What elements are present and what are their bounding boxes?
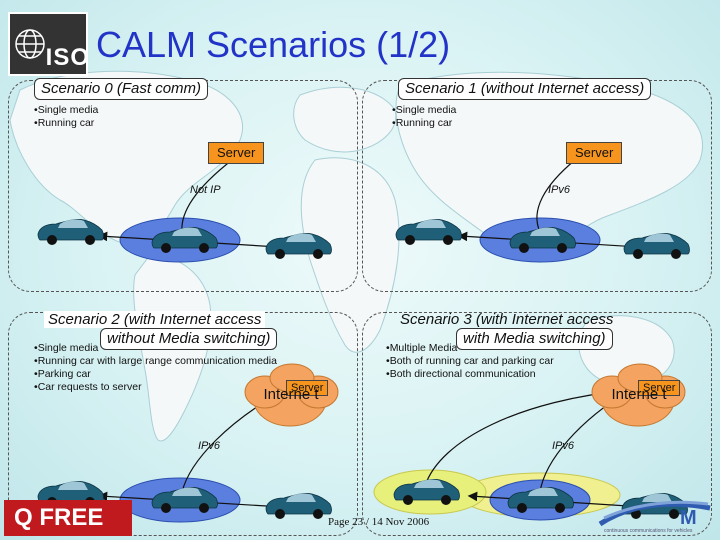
server-box: Server [208,142,265,164]
bullet: Car requests to server [34,381,277,394]
server-link [179,157,235,235]
server-box: Server [566,142,623,164]
car-icon [151,226,218,254]
scenario-3-label-line1: Scenario 3 (with Internet access [400,311,614,328]
footer-page-info: Page 23 / 14 Nov 2006 [328,516,430,528]
scenario-0-label: Scenario 0 (Fast comm) [34,78,209,100]
server-link [536,157,578,235]
calm-logo-caption: continuous communications for vehicles [604,528,693,534]
scenario-2-bullets: Single media Running car with large rang… [34,342,277,394]
bullet: Running car [34,117,98,130]
internet-cloud-label: Interne t [611,386,667,403]
bullet: Multiple Media [386,342,554,355]
car-icon [393,478,460,506]
car-icon [37,218,104,246]
link-label: IPv6 [548,184,571,196]
server-box: Server [286,380,329,396]
bullet: Running car [392,117,456,130]
scenario-3-bullets: Multiple Media Both of running car and p… [386,342,554,381]
page-title: CALM Scenarios (1/2) [96,24,451,65]
scenario-0-bullets: Single media Running car [34,104,99,130]
qfree-logo-text: Q FREE [14,504,104,531]
bullet: Parking car [34,368,277,381]
calm-logo-icon: M [598,500,711,529]
bullet: Both of running car and parking car [386,355,554,368]
internet-cloud-label: Interne t [263,386,319,403]
car-icon [623,232,690,260]
car-icon [265,232,332,260]
qfree-logo: Q FREE [4,500,132,536]
scenario-2-label-line1: Scenario 2 (with Internet access [44,311,266,328]
iso-logo-text: ISO [45,44,90,71]
bullet: Running car with large range communicati… [34,355,277,368]
bullet: Single media [392,104,457,117]
link-label: IPv6 [552,440,575,452]
car-icon [151,486,218,514]
iso-logo: ISO [8,12,90,76]
server-box: Server [638,380,681,396]
bullet: Single media [34,104,99,117]
link-label: IPv6 [198,440,221,452]
globe-icon [15,29,45,59]
scenario-1-bullets: Single media Running car [392,104,457,130]
car-icon [265,492,332,520]
link-label: Not IP [190,184,221,196]
car-icon [509,226,576,254]
server-link-parking [422,389,631,489]
car-icon [395,218,462,246]
svg-text:M: M [680,507,697,529]
bullet: Both directional communication [386,368,554,381]
scenario-3-frame [362,312,712,536]
car-icon [507,486,574,514]
bullet: Single media [34,342,277,355]
scenario-1-label: Scenario 1 (without Internet access) [398,78,652,100]
